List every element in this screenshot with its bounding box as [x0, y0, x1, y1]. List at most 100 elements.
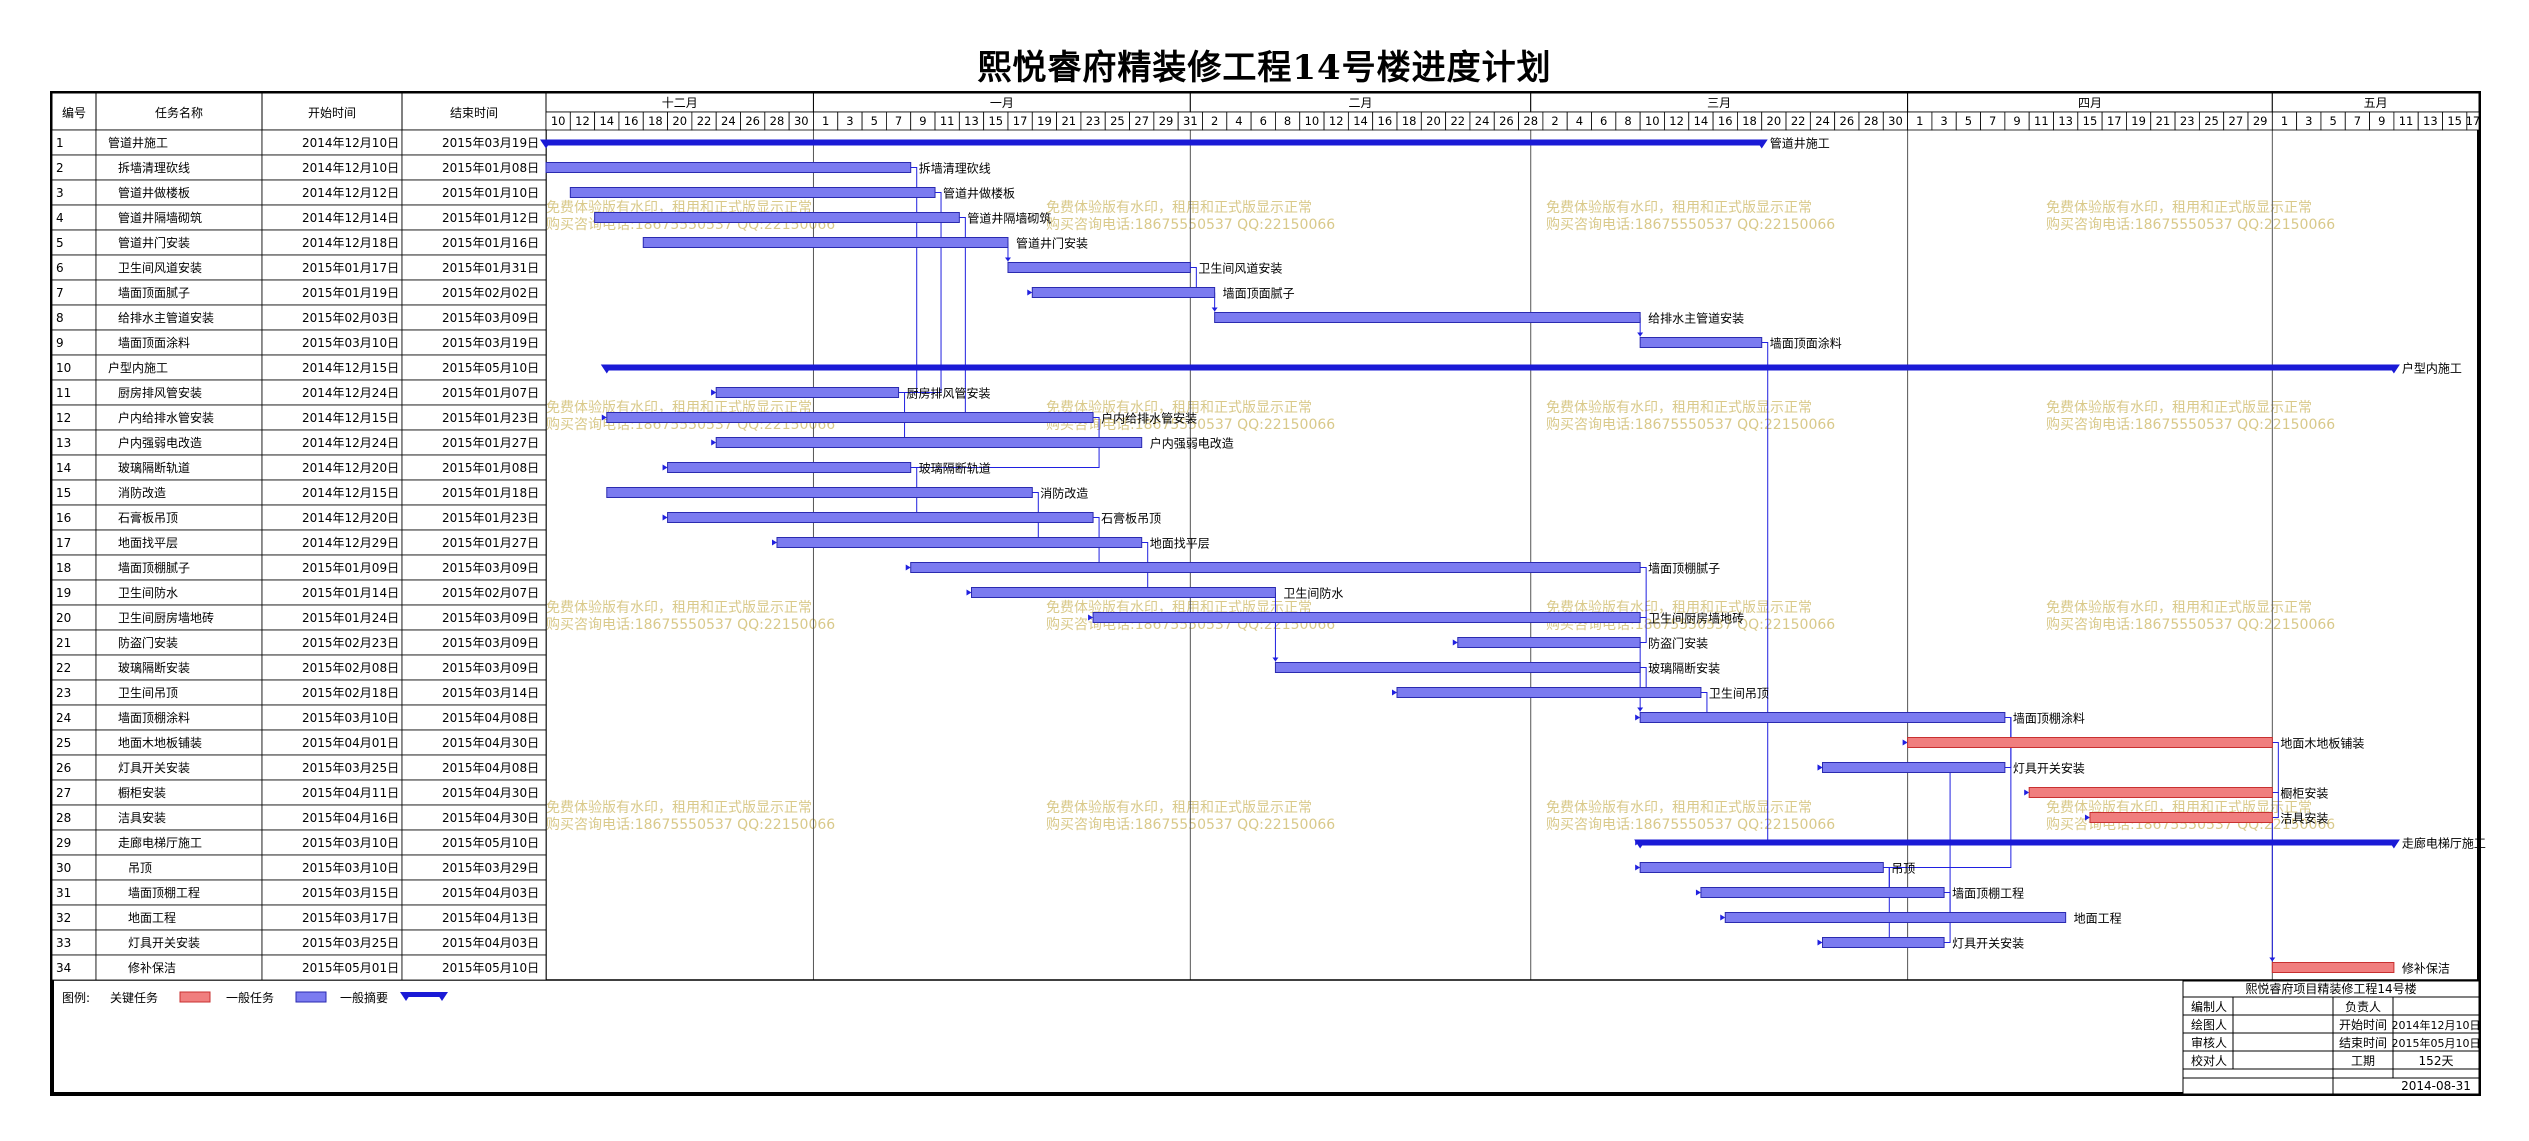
task-name: 消防改造: [118, 485, 166, 500]
day-tick-label: 11: [940, 114, 955, 128]
table-cell: [95, 304, 263, 331]
table-cell: [261, 879, 403, 906]
table-cell: [401, 904, 547, 931]
legend-summary-swatch: [404, 992, 444, 997]
dependency-arrow: [2084, 814, 2090, 821]
table-cell: [261, 779, 403, 806]
task-name: 管道井施工: [108, 135, 168, 150]
task-end: 2015年02月07日: [442, 586, 539, 600]
dependency-arrow: [966, 589, 972, 596]
bar-label: 墙面顶面腻子: [1223, 287, 1295, 301]
task-end: 2015年03月09日: [442, 661, 539, 675]
dependency-arrow: [1211, 307, 1218, 312]
task-bar: [642, 237, 1009, 248]
day-tick-label: 31: [1183, 114, 1198, 128]
bar-label: 墙面顶棚腻子: [1648, 561, 1720, 576]
dependency-arrow: [1088, 614, 1094, 621]
task-bar: [2028, 787, 2273, 798]
task-end: 2015年03月19日: [442, 136, 539, 150]
watermark-line-1: 免费体验版有水印，租用和正式版显示正常: [2046, 200, 2312, 216]
bar-label: 消防改造: [1040, 486, 1088, 501]
month-label: 二月: [1349, 96, 1373, 110]
task-bar: [715, 437, 1143, 448]
day-tick-label: 24: [1815, 114, 1830, 128]
table-cell: [51, 754, 97, 781]
task-bar: [606, 412, 1094, 423]
task-id: 7: [56, 286, 64, 300]
dependency-arrow: [1817, 764, 1823, 771]
watermark-line-1: 免费体验版有水印，租用和正式版显示正常: [546, 800, 812, 816]
day-tick-label: 14: [599, 114, 614, 128]
day-tick-label: 16: [1378, 114, 1393, 128]
summary-bar: [546, 139, 1762, 146]
table-cell: [261, 254, 403, 281]
day-tick-label: 10: [1645, 114, 1660, 128]
task-name: 玻璃隔断安装: [118, 660, 190, 675]
summary-end-marker: [2387, 364, 2400, 374]
header-end: 结束时间: [450, 106, 498, 120]
dependency-arrow: [1817, 939, 1823, 946]
day-tick-label: 26: [1499, 114, 1514, 128]
table-cell: [95, 429, 263, 456]
dependency-arrow: [1637, 707, 1644, 712]
task-name: 管道井隔墙砌筑: [118, 210, 202, 225]
task-start: 2014年12月15日: [302, 486, 399, 500]
bar-label: 防盗门安装: [1648, 636, 1708, 651]
table-cell: [95, 454, 263, 481]
day-tick-label: 28: [770, 114, 785, 128]
task-id: 27: [56, 786, 71, 800]
info-end-label: 结束时间: [2339, 1036, 2387, 1050]
task-name: 灯具开关安装: [118, 760, 190, 775]
task-bar: [1457, 637, 1641, 648]
task-start: 2015年01月09日: [302, 561, 399, 575]
task-start: 2014年12月15日: [302, 411, 399, 425]
table-cell: [95, 829, 263, 856]
day-tick-label: 24: [721, 114, 736, 128]
bar-label: 管道井做楼板: [943, 186, 1015, 201]
day-tick-label: 18: [648, 114, 663, 128]
table-cell: [401, 229, 547, 256]
task-name: 卫生间吊顶: [118, 686, 178, 700]
task-name: 橱柜安装: [118, 785, 166, 800]
header-cell: [51, 92, 97, 131]
table-cell: [401, 729, 547, 756]
table-cell: [261, 129, 403, 156]
day-tick-label: 1: [2281, 114, 2288, 128]
task-name: 走廊电梯厅施工: [118, 835, 202, 850]
task-end: 2015年04月03日: [442, 936, 539, 950]
summary-end-marker: [1755, 139, 1768, 149]
task-id: 11: [56, 386, 71, 400]
task-bar: [2271, 962, 2395, 973]
day-tick-label: 26: [745, 114, 760, 128]
day-tick-label: 27: [2229, 114, 2244, 128]
day-tick-label: 11: [2034, 114, 2049, 128]
watermark-line-2: 购买咨询电话:18675550537 QQ:22150066: [1546, 417, 1835, 433]
day-tick-label: 4: [1235, 114, 1242, 128]
table-cell: [401, 329, 547, 356]
task-end: 2015年05月10日: [442, 961, 539, 975]
task-name: 防盗门安装: [118, 635, 178, 650]
day-tick-label: 18: [1402, 114, 1417, 128]
task-name: 厨房排风管安装: [118, 385, 202, 400]
info-box-layer: 熙悦睿府项目精装修工程14号楼编制人绘图人审核人校对人负责人开始时间结束时间工期…: [2182, 980, 2481, 1095]
task-id: 13: [56, 436, 71, 450]
dependency-arrow: [2024, 789, 2030, 796]
task-end: 2015年01月27日: [442, 436, 539, 450]
table-cell: [51, 679, 97, 706]
task-name: 墙面顶面涂料: [118, 335, 190, 350]
task-start: 2014年12月15日: [302, 361, 399, 375]
table-cell: [95, 629, 263, 656]
table-cell: [261, 329, 403, 356]
task-start: 2014年12月10日: [302, 161, 399, 175]
task-id: 19: [56, 586, 71, 600]
table-cell: [261, 554, 403, 581]
task-start: 2015年03月25日: [302, 761, 399, 775]
day-tick-label: 3: [846, 114, 853, 128]
task-bar: [1822, 762, 2006, 773]
task-start: 2014年12月14日: [302, 211, 399, 225]
task-name: 拆墙清理砍线: [118, 160, 190, 175]
bar-label: 户型内施工: [2402, 361, 2462, 376]
task-end: 2015年01月10日: [442, 186, 539, 200]
table-cell: [95, 204, 263, 231]
